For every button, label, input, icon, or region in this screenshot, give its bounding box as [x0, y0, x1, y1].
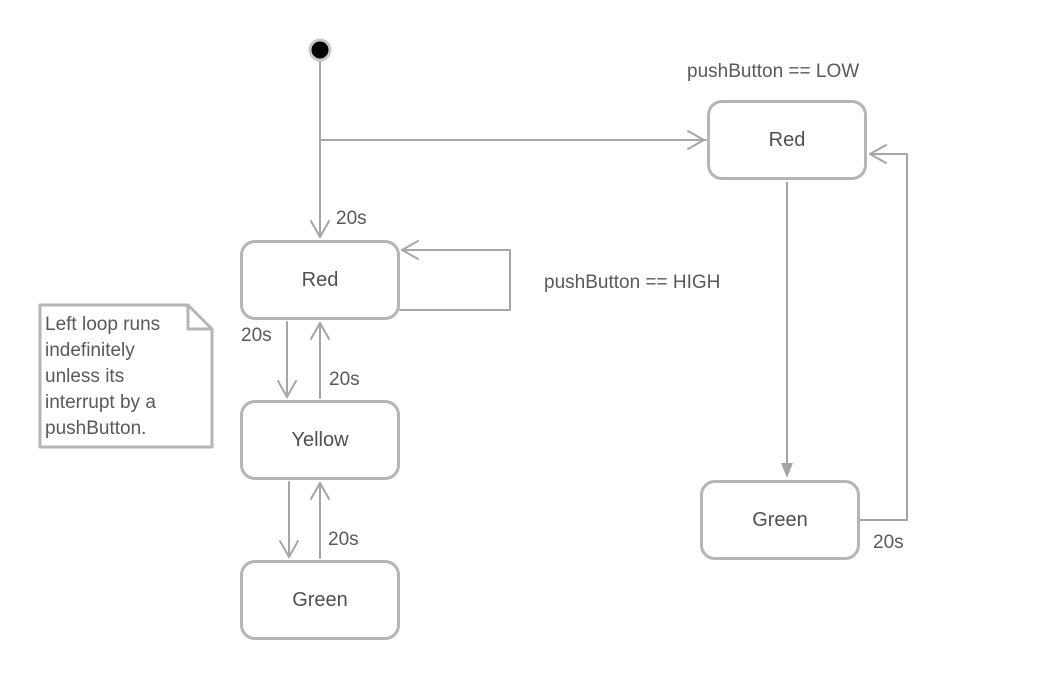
arrowhead: [687, 130, 705, 150]
arrowhead: [277, 380, 297, 398]
note-shape: [38, 303, 214, 449]
arrowhead: [279, 540, 299, 558]
note-line: unless its: [45, 366, 125, 387]
arrowhead: [310, 482, 330, 500]
note-line: pushButton.: [45, 418, 147, 439]
state-right-red: Red: [707, 100, 867, 180]
label-red-to-yellow: 20s: [241, 325, 272, 346]
initial-node: [308, 38, 332, 62]
transition-left-red-self-loop: [399, 249, 511, 311]
state-left-red: Red: [240, 240, 400, 320]
label-yellow-to-red: 20s: [329, 369, 360, 390]
label-initial-to-red: 20s: [336, 208, 367, 229]
note-line: indefinitely: [45, 340, 135, 361]
note-text: Left loop runs indefinitely unless its i…: [45, 312, 160, 442]
state-left-green: Green: [240, 560, 400, 640]
arrowhead: [310, 220, 330, 238]
note-line: interrupt by a: [45, 392, 156, 413]
note-line: Left loop runs: [45, 314, 161, 335]
arrowhead-filled: [781, 463, 793, 478]
guard-push-button-low: pushButton == LOW: [687, 61, 860, 82]
arrowhead: [869, 144, 887, 164]
state-left-yellow: Yellow: [240, 400, 400, 480]
guard-push-button-high: pushButton == HIGH: [544, 272, 721, 293]
label-right-green-to-red: 20s: [873, 532, 904, 553]
arrowhead: [401, 240, 419, 260]
transition-right-green-to-right-red: [859, 153, 908, 521]
note-fold: [186, 303, 214, 331]
label-green-to-yellow: 20s: [328, 529, 359, 550]
state-right-green: Green: [700, 480, 860, 560]
arrowhead: [310, 322, 330, 340]
